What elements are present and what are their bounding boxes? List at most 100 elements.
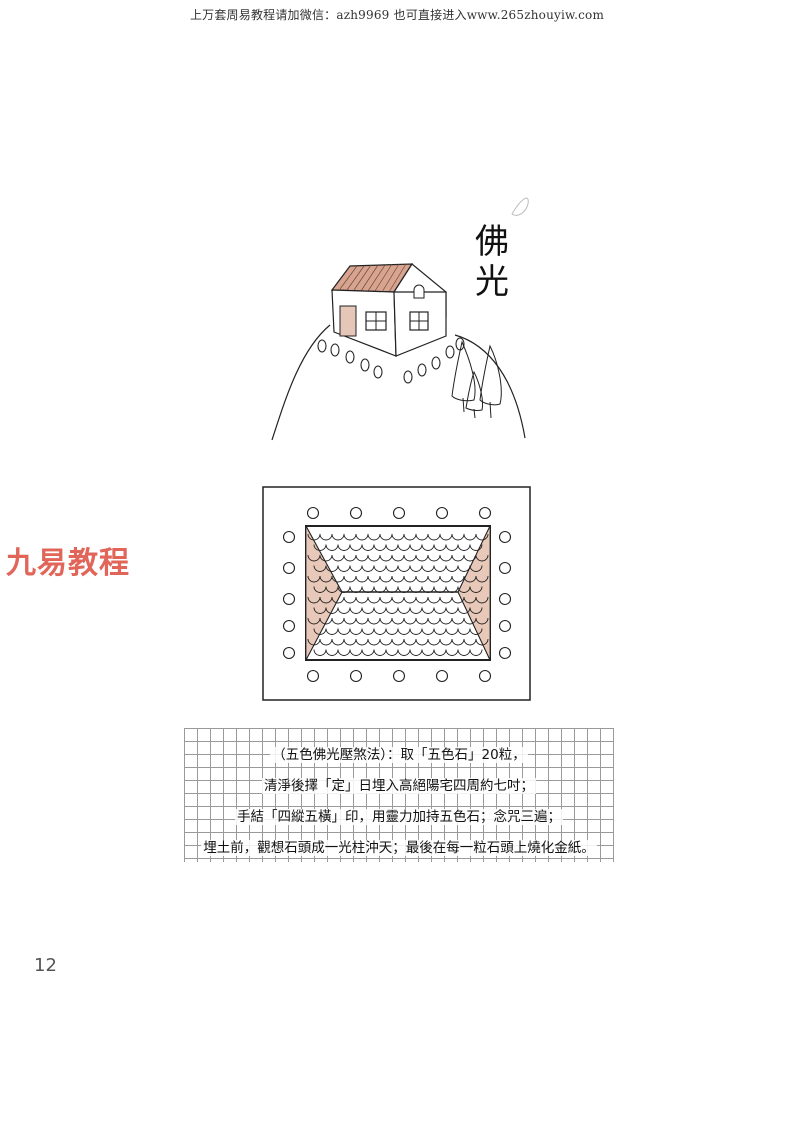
- roof-tile: [391, 617, 405, 625]
- roof-tile: [325, 649, 339, 656]
- roof-tile: [409, 649, 423, 656]
- roof-tile: [361, 649, 375, 656]
- title-char-2: 光: [475, 262, 509, 302]
- boundary-stone: [306, 669, 320, 683]
- roof-tile: [337, 628, 351, 635]
- roof-tile: [463, 638, 477, 646]
- roof-tile: [415, 617, 429, 625]
- roof-tile: [421, 565, 435, 572]
- roof-tile: [451, 575, 465, 583]
- page-number: 12: [34, 955, 57, 976]
- roof-tile: [397, 565, 411, 572]
- method-line-text: 埋土前，觀想石頭成一光柱沖天；最後在每一粒石頭上燒化金紙。: [201, 840, 597, 856]
- roof-tile: [325, 607, 339, 614]
- roof-tile: [427, 617, 441, 625]
- roof-tile: [403, 596, 417, 604]
- roof-tile: [439, 575, 453, 583]
- boundary-stone: [282, 619, 296, 633]
- illustration-title: 佛 光: [472, 222, 512, 302]
- roof-tile: [391, 596, 405, 604]
- roof-tile: [397, 628, 411, 635]
- roof-tile: [313, 544, 327, 551]
- roof-tile: [457, 544, 471, 551]
- roof-tile: [385, 607, 399, 614]
- roof-tile: [361, 544, 375, 551]
- boundary-stone: [282, 530, 296, 544]
- roof-tile: [307, 554, 321, 562]
- method-line-text: 清淨後擇「定」日埋入高絕陽宅四周約七吋；: [262, 778, 536, 794]
- roof-tile: [367, 638, 381, 646]
- roof-tile: [331, 617, 345, 625]
- roof-tile: [451, 617, 465, 625]
- roof-tile: [349, 649, 363, 656]
- roof-tile: [397, 607, 411, 614]
- roof-tile: [319, 533, 333, 541]
- roof-tile: [343, 533, 357, 541]
- roof-tile: [427, 638, 441, 646]
- boundary-stone: [282, 592, 296, 606]
- roof-tile: [445, 565, 459, 572]
- roof-tile: [463, 554, 477, 562]
- roof-tile: [403, 617, 417, 625]
- roof-tile: [469, 586, 483, 593]
- roof-tile: [469, 649, 483, 656]
- roof-tile: [385, 544, 399, 551]
- roof-tile: [391, 638, 405, 646]
- roof-tile: [379, 596, 393, 604]
- roof-tile: [439, 596, 453, 604]
- boundary-stone: [478, 506, 492, 520]
- roof-tile: [445, 649, 459, 656]
- roof-tile: [379, 554, 393, 562]
- boundary-stone: [435, 669, 449, 683]
- roof-tile: [373, 628, 387, 635]
- roof-tile: [373, 607, 387, 614]
- roof-tile: [349, 628, 363, 635]
- method-line: 埋土前，觀想石頭成一光柱沖天；最後在每一粒石頭上燒化金紙。: [184, 833, 614, 864]
- roof-tile: [337, 607, 351, 614]
- roof-tile: [457, 586, 471, 593]
- roof-tile: [403, 575, 417, 583]
- boundary-stone: [498, 592, 512, 606]
- roof-tile: [361, 565, 375, 572]
- watermark-text: 九易教程: [6, 546, 130, 581]
- roof-tile: [307, 575, 321, 583]
- roof-tile: [331, 638, 345, 646]
- roof-tile: [409, 586, 423, 593]
- roof-tile: [349, 565, 363, 572]
- roof-tile: [355, 554, 369, 562]
- boundary-stone: [282, 561, 296, 575]
- roof-tile: [319, 554, 333, 562]
- roof-tile: [313, 649, 327, 656]
- roof-tile: [307, 596, 321, 604]
- boundary-stone: [498, 619, 512, 633]
- roof-tile: [445, 628, 459, 635]
- roof-tile: [475, 617, 489, 625]
- method-line: 手結「四縱五橫」印，用靈力加持五色石；念咒三遍；: [184, 802, 614, 833]
- boundary-stone: [282, 646, 296, 660]
- roof-tile: [427, 575, 441, 583]
- roof-tile: [313, 628, 327, 635]
- roof-tile: [385, 628, 399, 635]
- boundary-stones: [282, 506, 512, 683]
- roof-tile-pattern: [307, 533, 489, 656]
- roof-tile: [325, 544, 339, 551]
- roof-tile: [475, 596, 489, 604]
- roof-tile: [445, 544, 459, 551]
- roof-tile: [337, 649, 351, 656]
- roof-tile: [343, 638, 357, 646]
- roof-tile: [385, 565, 399, 572]
- roof-tile: [451, 638, 465, 646]
- roof-tile: [433, 628, 447, 635]
- roof-tile: [361, 586, 375, 593]
- roof-tile: [325, 565, 339, 572]
- roof-tile: [307, 533, 321, 541]
- roof-tile: [397, 586, 411, 593]
- roof-tile: [355, 575, 369, 583]
- roof-tile: [331, 533, 345, 541]
- roof-tile: [469, 607, 483, 614]
- roof-tile: [343, 596, 357, 604]
- roof-tile: [421, 607, 435, 614]
- roof-tile: [403, 533, 417, 541]
- roof-tile: [343, 554, 357, 562]
